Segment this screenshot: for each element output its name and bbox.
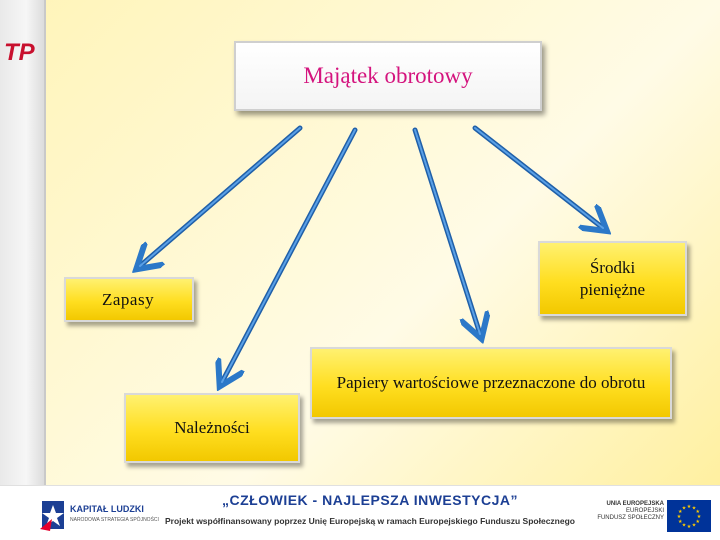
node-naleznosci-label: Należności: [174, 418, 250, 438]
svg-text:★: ★: [677, 514, 682, 520]
svg-text:★: ★: [682, 523, 687, 529]
svg-text:★: ★: [695, 509, 700, 515]
svg-text:★: ★: [678, 519, 683, 525]
tp-logo: TP: [4, 39, 36, 66]
footer-project-text: Projekt współfinansowany poprzez Unię Eu…: [165, 516, 575, 526]
node-papiery-label: Papiery wartościowe przeznaczone do obro…: [336, 373, 646, 393]
svg-text:★: ★: [695, 519, 700, 525]
node-naleznosci: Należności: [124, 393, 300, 463]
svg-text:★: ★: [687, 524, 692, 530]
footer-bar: [0, 485, 720, 540]
eu-line-2: EUROPEJSKI: [625, 507, 664, 514]
tp-logo-text: TP: [4, 39, 36, 66]
node-zapasy: Zapasy: [64, 277, 194, 322]
eu-line-3: FUNDUSZ SPOŁECZNY: [597, 514, 664, 521]
node-srodki-pieniezne: Środki pieniężne: [538, 241, 687, 316]
node-papiery-wartosciowe: Papiery wartościowe przeznaczone do obro…: [310, 347, 672, 419]
root-node-label: Majątek obrotowy: [303, 62, 473, 88]
node-zapasy-label: Zapasy: [102, 289, 155, 309]
connector-arrows: [0, 125, 720, 485]
eu-flag-icon: ★ ★ ★ ★ ★ ★ ★ ★ ★ ★ ★ ★: [667, 500, 711, 532]
left-side-strip: [0, 0, 46, 485]
kapital-ludzki-logo-icon: [40, 501, 64, 531]
root-node-majatek-obrotowy: Majątek obrotowy: [234, 41, 542, 111]
svg-text:★: ★: [697, 514, 702, 520]
svg-text:★: ★: [692, 523, 697, 529]
eu-line-1: UNIA EUROPEJSKA: [606, 501, 664, 507]
node-srodki-label: Środki pieniężne: [579, 258, 646, 299]
svg-text:★: ★: [678, 509, 683, 515]
svg-text:★: ★: [687, 504, 692, 510]
svg-text:★: ★: [692, 505, 697, 511]
footer-slogan: „CZŁOWIEK - NAJLEPSZA INWESTYCJA”: [222, 492, 518, 508]
kapital-ludzki-title: KAPITAŁ LUDZKI: [70, 504, 144, 514]
kapital-ludzki-subtitle: NARODOWA STRATEGIA SPÓJNOŚCI: [70, 517, 159, 523]
eu-fund-text: UNIA EUROPEJSKA EUROPEJSKI FUNDUSZ SPOŁE…: [588, 501, 664, 522]
svg-text:★: ★: [682, 505, 687, 511]
